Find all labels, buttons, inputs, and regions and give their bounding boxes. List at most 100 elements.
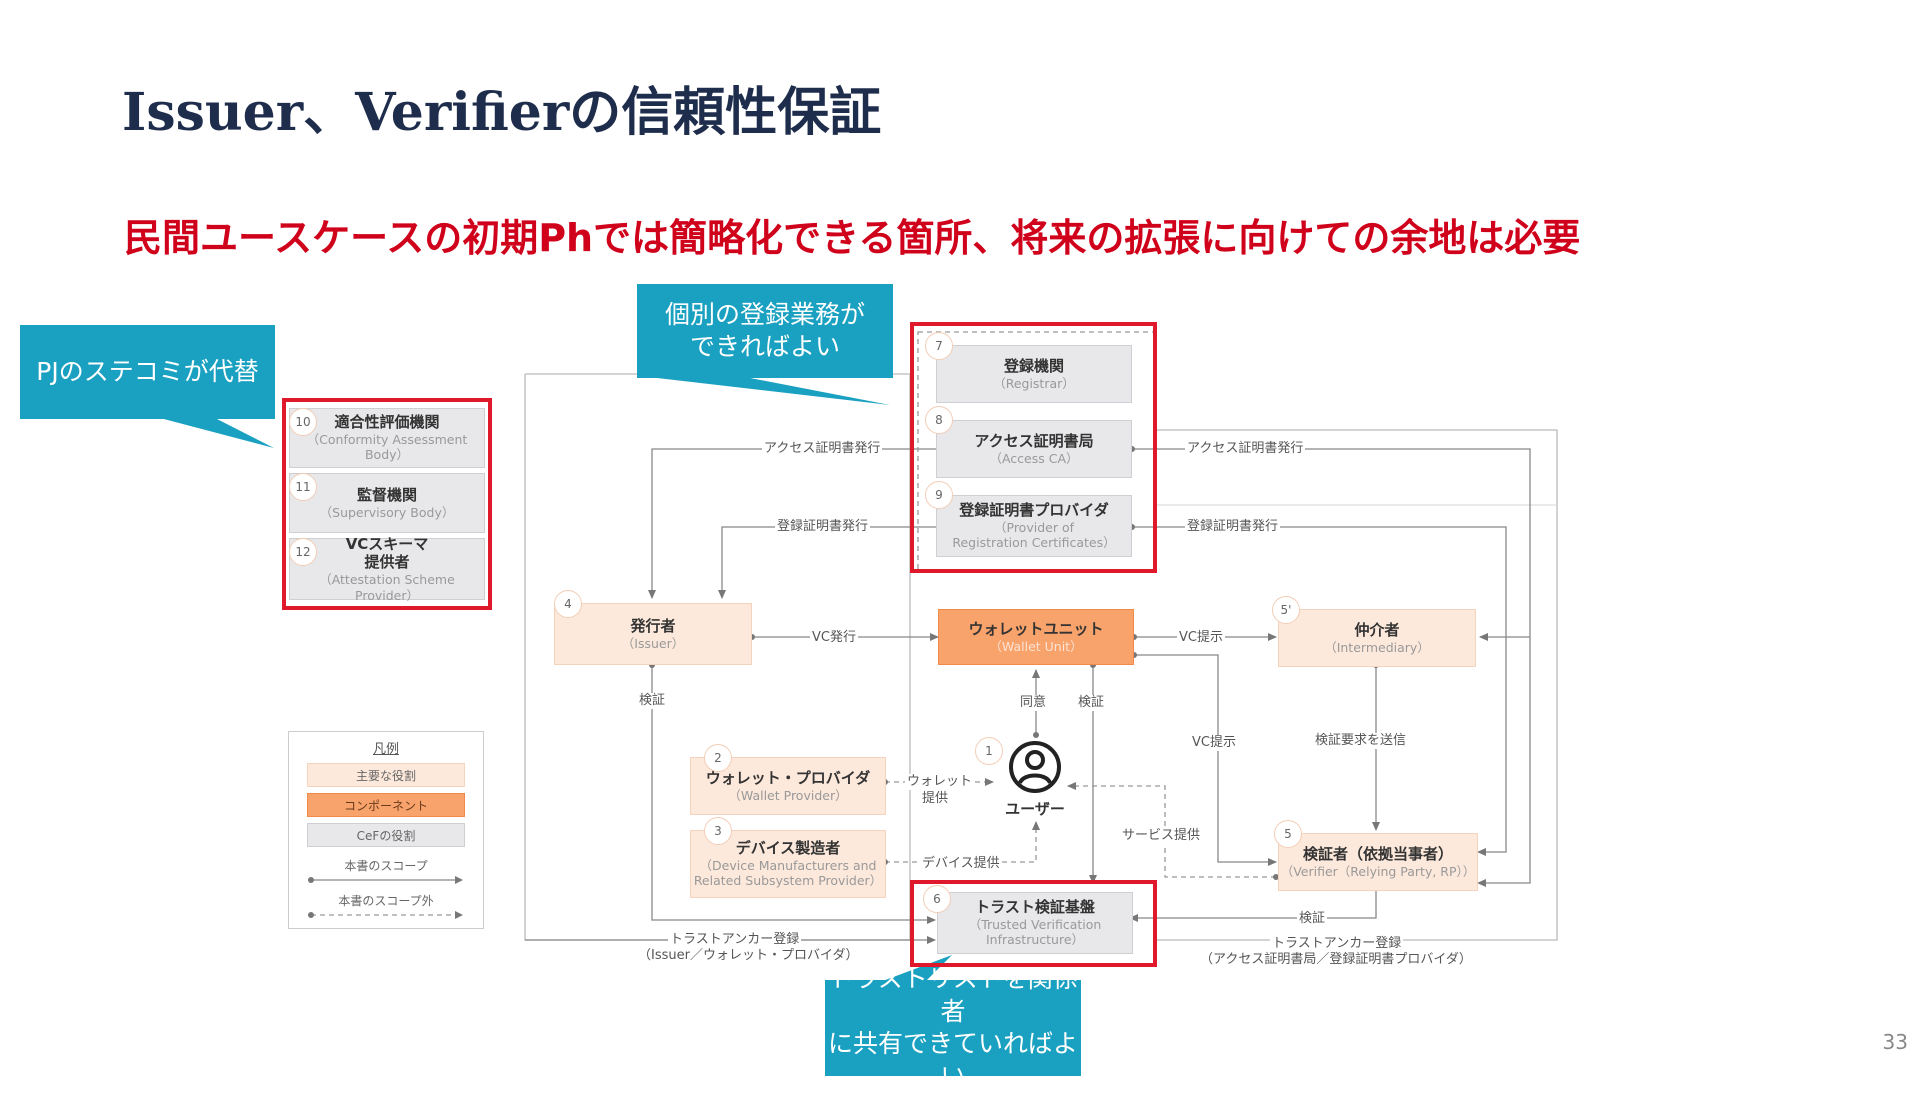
legend-main-role: 主要な役割	[307, 763, 465, 787]
callout-registration-line1: 個別の登録業務が	[664, 299, 865, 329]
callout-registration-line2: できればよい	[689, 332, 840, 361]
edge-label-device-provide: デバイス提供	[920, 856, 1002, 872]
edge-label-access-cert-right: アクセス証明書発行	[1185, 441, 1306, 457]
node-wallet-provider-jp: ウォレット・プロバイダ	[705, 768, 871, 787]
node-access-ca-jp: アクセス証明書局	[974, 431, 1094, 450]
legend-out-scope: 本書のスコープ外	[338, 894, 434, 908]
edge-label-consent: 同意	[1018, 695, 1049, 711]
highlight-registration	[910, 322, 1157, 573]
edge-label-vc-present-top: VC提示	[1177, 630, 1225, 646]
legend-in-scope: 本書のスコープ	[344, 859, 428, 873]
edge-label-verify-left: 検証	[637, 693, 668, 709]
edge-label-trust-anchor-right-1: トラストアンカー登録	[1270, 936, 1404, 952]
node-intermediary-jp: 仲介者	[1354, 620, 1400, 639]
edge-label-trust-anchor-left-2: （Issuer／ウォレット・プロバイダ）	[636, 948, 861, 964]
node-access-ca: アクセス証明書局 （Access CA）	[936, 420, 1132, 478]
node-user-num: 1	[975, 737, 1003, 765]
node-access-ca-num: 8	[925, 406, 953, 434]
edge-label-trust-anchor-right-2: （アクセス証明書局／登録証明書プロバイダ）	[1198, 952, 1474, 968]
node-trust-infra-en2: Infrastructure）	[985, 932, 1085, 948]
node-trust-infra: トラスト検証基盤 （Trusted Verification Infrastru…	[937, 892, 1133, 954]
node-reg-cert-provider-num: 9	[925, 481, 953, 509]
edge-label-reg-cert-right: 登録証明書発行	[1185, 519, 1281, 535]
node-wallet-provider-num: 2	[704, 744, 732, 772]
node-device-maker: デバイス製造者 （Device Manufacturers and Relate…	[690, 830, 886, 898]
node-issuer-en: （Issuer）	[621, 635, 685, 651]
edge-label-trust-anchor-left-1: トラストアンカー登録	[668, 932, 802, 948]
node-vc-schema-jp1: VCスキーマ	[345, 534, 429, 553]
node-reg-cert-provider: 登録証明書プロバイダ （Provider of Registration Cer…	[936, 495, 1132, 557]
node-intermediary-num: 5'	[1272, 596, 1300, 624]
callout-pj-text: PJのステコミが代替	[36, 356, 259, 386]
callout-registration: 個別の登録業務が できればよい	[637, 284, 893, 378]
node-conformity-en2: Body）	[364, 447, 410, 463]
edge-reg-cert-right	[1129, 524, 1507, 856]
node-registrar-jp: 登録機関	[1003, 356, 1064, 375]
node-reg-cert-provider-jp: 登録証明書プロバイダ	[959, 501, 1109, 519]
node-wallet-unit-jp: ウォレットユニット	[968, 619, 1104, 638]
callout-trustlist-line1: トラストリストを関係者	[828, 964, 1078, 1026]
node-vc-schema-num: 12	[289, 538, 317, 566]
node-device-maker-en2: Related Subsystem Provider）	[693, 873, 883, 889]
node-conformity: 適合性評価機関 （Conformity Assessment Body）	[289, 408, 485, 468]
node-supervisory-jp: 監督機関	[356, 485, 417, 504]
edge-label-vc-issue: VC発行	[810, 630, 858, 646]
node-verifier-jp: 検証者（依拠当事者）	[1302, 844, 1453, 863]
node-vc-schema-en: （Attestation Scheme Provider）	[319, 572, 455, 603]
edge-access-cert-right	[1129, 446, 1531, 887]
node-trust-infra-en1: （Trusted Verification	[968, 916, 1102, 932]
edge-label-verify-mid: 検証	[1076, 695, 1107, 711]
highlight-cef-left	[282, 398, 492, 610]
highlight-trust-infra	[910, 880, 1157, 967]
user-icon-svg	[1009, 741, 1061, 793]
node-registrar: 登録機関 （Registrar）	[936, 345, 1132, 403]
node-issuer-jp: 発行者	[630, 616, 676, 635]
node-verifier: 検証者（依拠当事者） （Verifier（Relying Party, RP））	[1278, 833, 1478, 891]
node-trust-infra-num: 6	[923, 885, 951, 913]
node-access-ca-en: （Access CA）	[989, 450, 1079, 466]
node-vc-schema-jp2: 提供者	[364, 553, 410, 572]
node-wallet-unit: ウォレットユニット （Wallet Unit）	[938, 609, 1134, 665]
legend-cef-role: CeFの役割	[307, 823, 465, 847]
legend-in-scope-line	[308, 876, 463, 884]
page-number: 33	[1882, 1030, 1908, 1054]
node-registrar-en: （Registrar）	[993, 375, 1075, 391]
edge-verify-left	[649, 662, 936, 924]
edge-label-wallet-provide-2: 提供	[920, 791, 951, 807]
edge-label-vc-present: VC提示	[1190, 735, 1238, 751]
callout-pj-box: PJのステコミが代替	[20, 325, 275, 419]
legend: 凡例 主要な役割 コンポーネント CeFの役割 本書のスコープ 本書のスコープ外	[288, 731, 484, 929]
callout-trustlist-line2: に共有できていればよい	[827, 1029, 1078, 1091]
node-wallet-unit-en: （Wallet Unit）	[989, 638, 1083, 654]
node-device-maker-num: 3	[704, 817, 732, 845]
edge-verify-bottom	[1129, 885, 1379, 922]
edge-label-access-cert-left: アクセス証明書発行	[762, 441, 883, 457]
node-reg-cert-provider-en1: （Provider of	[994, 519, 1074, 535]
legend-out-scope-line	[308, 911, 463, 919]
node-supervisory-num: 11	[289, 473, 317, 501]
legend-component: コンポーネント	[307, 793, 465, 817]
slide-title: Issuer、Verifierの信頼性保証	[122, 82, 882, 143]
node-registrar-num: 7	[925, 332, 953, 360]
edge-label-service-provide: サービス提供	[1120, 828, 1203, 844]
node-conformity-en1: （Conformity Assessment	[306, 431, 468, 447]
node-reg-cert-provider-en2: Registration Certificates）	[952, 535, 1116, 551]
edge-label-wallet-provide-1: ウォレット	[905, 774, 975, 790]
node-device-maker-en1: （Device Manufacturers and	[699, 857, 877, 873]
node-user-label: ユーザー	[1005, 800, 1065, 818]
node-intermediary-en: （Intermediary）	[1324, 639, 1430, 655]
edge-label-verify-request: 検証要求を送信	[1313, 733, 1409, 749]
slide-subtitle: 民間ユースケースの初期Phでは簡略化できる箇所、将来の拡張に向けての余地は必要	[124, 216, 1581, 260]
node-issuer: 発行者 （Issuer）	[554, 603, 752, 665]
callout-trustlist: トラストリストを関係者 に共有できていればよい	[825, 964, 1081, 1091]
legend-title: 凡例	[372, 742, 399, 757]
node-intermediary: 仲介者 （Intermediary）	[1278, 609, 1476, 667]
edge-label-reg-cert-left: 登録証明書発行	[775, 519, 871, 535]
node-verifier-en: （Verifier（Relying Party, RP））	[1280, 863, 1476, 879]
node-verifier-num: 5	[1274, 820, 1302, 848]
node-vc-schema: VCスキーマ 提供者 （Attestation Scheme Provider）	[289, 534, 485, 603]
node-trust-infra-jp: トラスト検証基盤	[975, 898, 1095, 916]
node-supervisory: 監督機関 （Supervisory Body）	[289, 473, 485, 533]
node-conformity-jp: 適合性評価機関	[334, 413, 440, 431]
